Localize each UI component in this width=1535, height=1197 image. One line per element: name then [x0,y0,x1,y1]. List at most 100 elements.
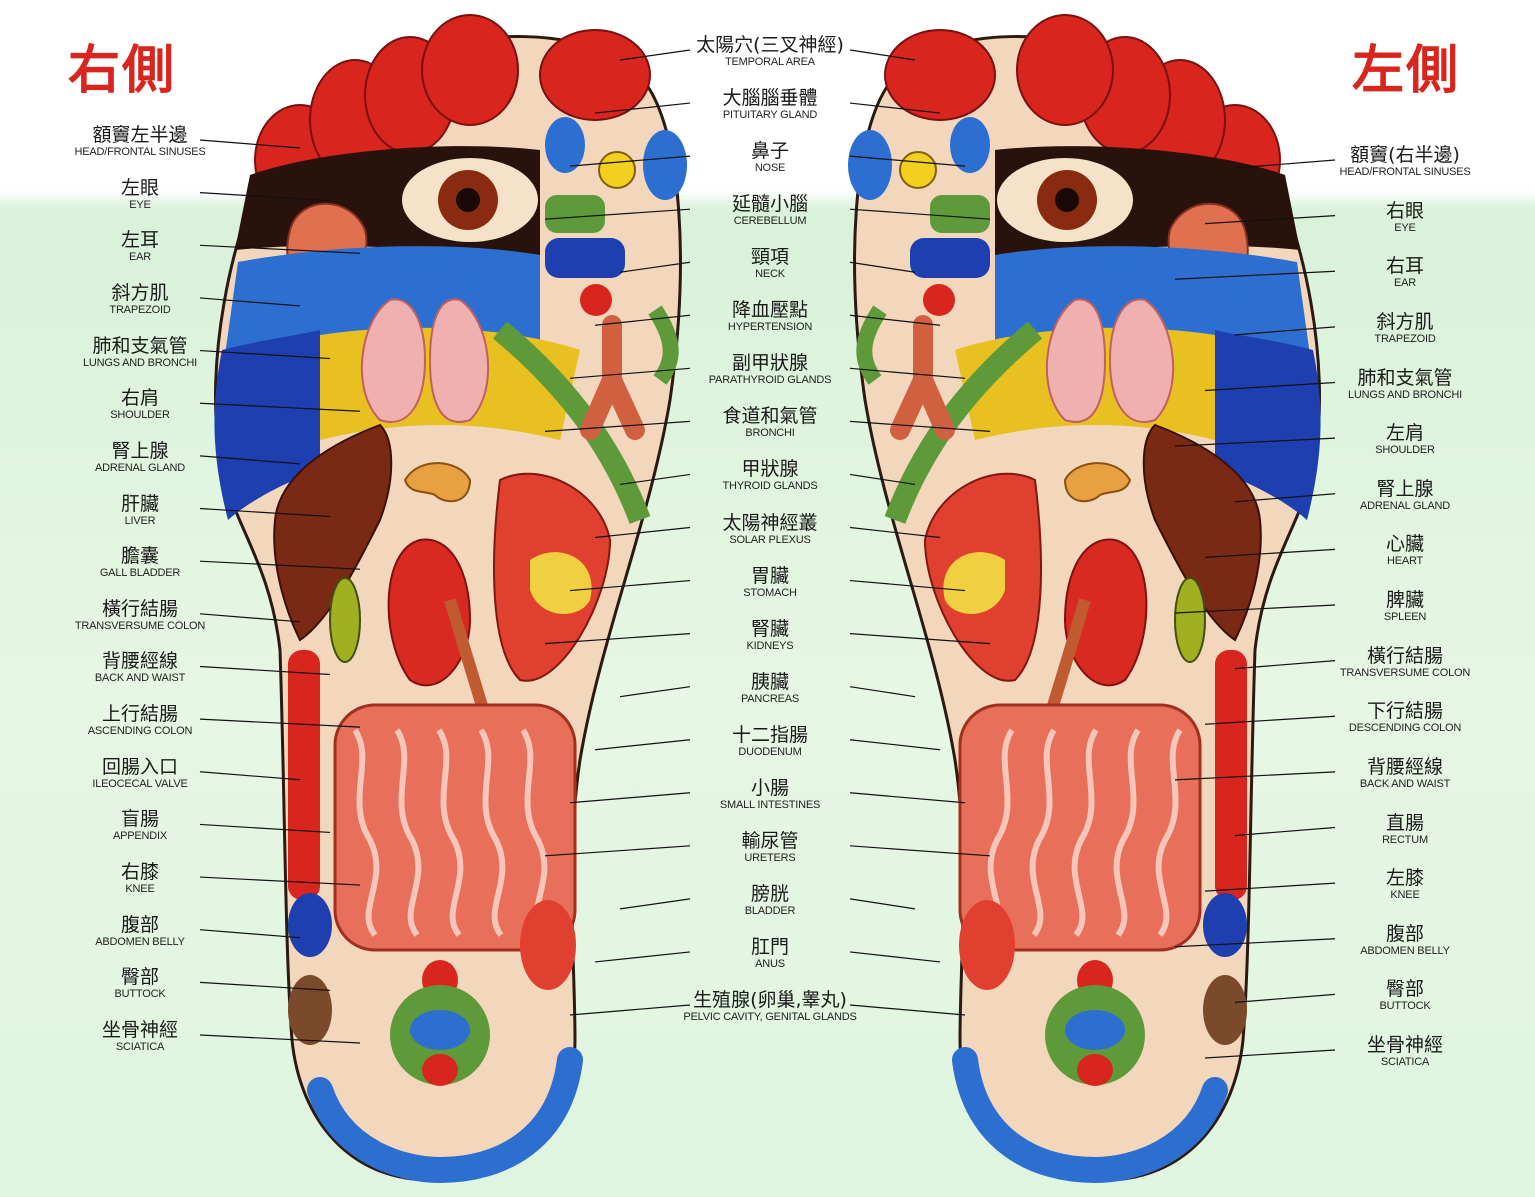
label-en: DUODENUM [680,747,860,758]
center_labels-label-parathyroid-glands: 副甲狀腺PARATHYROID GLANDS [680,354,860,386]
label-zh: 橫行結腸 [50,600,230,619]
left-foot-sole [848,15,1321,1180]
right_labels-label-rectum: 直腸RECTUM [1315,814,1495,846]
label-en: ADRENAL GLAND [50,463,230,474]
back-waist-strip [288,650,320,900]
label-zh: 太陽穴(三叉神經) [680,36,860,55]
right-foot-sole [214,15,687,1180]
left_labels-label-appendix: 盲腸 APPENDIX [50,810,230,842]
center_labels-label-small-intestines: 小腸SMALL INTESTINES [680,779,860,811]
label-en: NECK [680,269,860,280]
left_labels-label-buttock: 臀部BUTTOCK [50,968,230,1000]
right_labels-label-sciatica: 坐骨神經 SCIATICA [1315,1036,1495,1068]
label-en: CEREBELLUM [680,216,860,227]
label-en: HEAD/FRONTAL SINUSES [1315,167,1495,178]
label-en: SHOULDER [1315,445,1495,456]
cerebellum-spot [930,195,990,233]
gall-bladder-shape [330,578,360,662]
label-en: LUNGS AND BRONCHI [50,358,230,369]
neck-spot [910,238,990,278]
label-en: HEAD/FRONTAL SINUSES [50,147,230,158]
left_labels-label-liver: 肝臟LIVER [50,495,230,527]
right_labels-label-descending-colon: 下行結腸DESCENDING COLON [1315,702,1495,734]
label-en: ABDOMEN BELLY [50,937,230,948]
center_labels-label-pancreas: 胰臟PANCREAS [680,673,860,705]
label-zh: 輸尿管 [680,832,860,851]
appendix-spot [520,900,576,990]
label-en: TRAPEZOID [1315,334,1495,345]
label-zh: 食道和氣管 [680,407,860,426]
center_labels-label-nose: 鼻子NOSE [680,142,860,174]
leader-center_labels-anus [850,952,940,962]
toe-4 [422,15,518,125]
temporal-spot [950,117,990,173]
label-zh: 左膝 [1315,869,1495,888]
label-en: TEMPORAL AREA [680,57,860,68]
label-zh: 額竇左半邊 [50,126,230,145]
label-en: SMALL INTESTINES [680,800,860,811]
right_labels-label-knee: 左膝 KNEE [1315,869,1495,901]
label-en: DESCENDING COLON [1315,723,1495,734]
right_labels-label-ear: 右耳EAR [1315,257,1495,289]
center_labels-label-ureters: 輸尿管URETERS [680,832,860,864]
right_labels-label-lungs-bronchi: 肺和支氣管LUNGS AND BRONCHI [1315,369,1495,401]
label-en: KNEE [1315,890,1495,901]
label-zh: 腹部 [50,916,230,935]
label-zh: 肺和支氣管 [50,337,230,356]
label-en: HEART [1315,556,1495,567]
label-en: APPENDIX [50,831,230,842]
label-zh: 盲腸 [50,810,230,829]
center_labels-label-hypertension: 降血壓點 HYPERTENSION [680,301,860,333]
pituitary-spot [900,152,936,188]
label-zh: 腎上腺 [50,442,230,461]
leader-center_labels-duodenum [595,740,690,750]
left_labels-label-head-frontal-sinuses: 額竇左半邊 HEAD/FRONTAL SINUSES [50,126,230,158]
label-zh: 腎上腺 [1315,480,1495,499]
center_labels-label-bronchi: 食道和氣管 BRONCHI [680,407,860,439]
center_labels-label-solar-plexus: 太陽神經叢SOLAR PLEXUS [680,514,860,546]
label-en: HYPERTENSION [680,322,860,333]
right_labels-label-shoulder: 左肩SHOULDER [1315,424,1495,456]
center_labels-label-cerebellum: 延髓小腦CEREBELLUM [680,195,860,227]
label-zh: 脾臟 [1315,591,1495,610]
right_labels-label-head-frontal-sinuses: 額竇(右半邊) HEAD/FRONTAL SINUSES [1315,146,1495,178]
left_labels-label-trapezoid: 斜方肌TRAPEZOID [50,284,230,316]
label-en: SCIATICA [1315,1057,1495,1068]
center_labels-label-anus: 肛門ANUS [680,938,860,970]
label-en: ASCENDING COLON [50,726,230,737]
label-en: PELVIC CAVITY, GENITAL GLANDS [680,1012,860,1023]
left_labels-label-ascending-colon: 上行結腸ASCENDING COLON [50,705,230,737]
center_labels-label-stomach: 胃臟STOMACH [680,567,860,599]
right_labels-label-buttock: 臀部BUTTOCK [1315,980,1495,1012]
hypertension-spot [923,284,955,316]
right_labels-label-abdomen-belly: 腹部ABDOMEN BELLY [1315,925,1495,957]
right_labels-label-eye: 右眼EYE [1315,202,1495,234]
label-en: EYE [1315,223,1495,234]
buttock-spot [1203,975,1247,1045]
leader-center_labels-anus [595,952,690,962]
label-zh: 胰臟 [680,673,860,692]
neck-spot [545,238,625,278]
toe-4 [1017,15,1113,125]
pelvic-bottom [1077,1054,1113,1086]
right_labels-label-trapezoid: 斜方肌TRAPEZOID [1315,313,1495,345]
left-side-title: 左側 [1352,28,1460,103]
label-zh: 十二指腸 [680,726,860,745]
center_labels-label-kidneys: 腎臟KIDNEYS [680,620,860,652]
left_labels-label-transverse-colon: 橫行結腸TRANSVERSUME COLON [50,600,230,632]
label-zh: 鼻子 [680,142,860,161]
label-en: EAR [50,252,230,263]
label-zh: 額竇(右半邊) [1315,146,1495,165]
gall-bladder-shape [1175,578,1205,662]
left_labels-label-lungs-bronchi: 肺和支氣管 LUNGS AND BRONCHI [50,337,230,369]
label-zh: 甲狀腺 [680,460,860,479]
left_labels-label-ileocecal-valve: 回腸入口ILEOCECAL VALVE [50,758,230,790]
label-en: BRONCHI [680,428,860,439]
center_labels-label-duodenum: 十二指腸 DUODENUM [680,726,860,758]
label-zh: 坐骨神經 [1315,1036,1495,1055]
label-zh: 橫行結腸 [1315,647,1495,666]
leader-center_labels-pelvic-genital [850,1005,965,1015]
label-zh: 斜方肌 [50,284,230,303]
label-zh: 降血壓點 [680,301,860,320]
